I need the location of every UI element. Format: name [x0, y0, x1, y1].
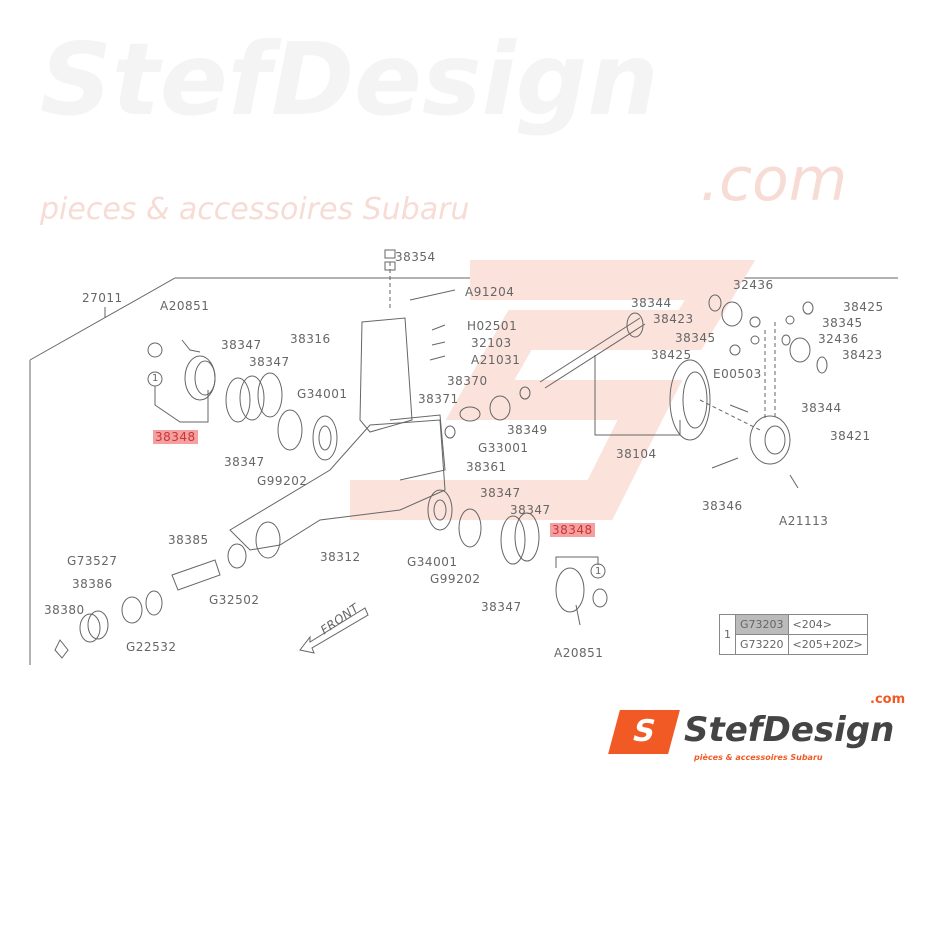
part-label[interactable]: 38347 — [480, 486, 521, 500]
logo-tagline: pièces & accessoires Subaru — [694, 753, 823, 762]
part-label[interactable]: 38347 — [221, 338, 262, 352]
part-label[interactable]: 38344 — [631, 296, 672, 310]
part-label[interactable]: G99202 — [257, 474, 308, 488]
part-label[interactable]: G22532 — [126, 640, 177, 654]
part-label[interactable]: 38385 — [168, 533, 209, 547]
variant-part[interactable]: G73220 — [735, 634, 789, 655]
callout-number: 1 — [595, 566, 602, 577]
watermark-brand: StefDesign — [40, 21, 659, 138]
part-label[interactable]: G33001 — [478, 441, 529, 455]
part-label[interactable]: 38425 — [843, 300, 884, 314]
part-label[interactable]: 38371 — [418, 392, 459, 406]
callout-number: 1 — [152, 373, 159, 384]
part-label[interactable]: 38423 — [653, 312, 694, 326]
variant-note: <204> — [787, 614, 868, 635]
part-label[interactable]: G34001 — [407, 555, 458, 569]
watermark-suffix: .com — [700, 145, 848, 215]
part-label[interactable]: A20851 — [554, 646, 604, 660]
part-label[interactable]: 38386 — [72, 577, 113, 591]
part-label[interactable]: 32103 — [471, 336, 512, 350]
part-label[interactable]: A21113 — [779, 514, 829, 528]
part-label[interactable]: 38380 — [44, 603, 85, 617]
logo-suffix: .com — [870, 692, 906, 707]
part-label[interactable]: 38425 — [651, 348, 692, 362]
variant-ref: 1 — [719, 614, 736, 655]
variant-table: 1 G73203 <204> G73220 <205+20Z> — [719, 614, 868, 655]
part-label[interactable]: G73527 — [67, 554, 118, 568]
part-label[interactable]: 38344 — [801, 401, 842, 415]
part-label[interactable]: G34001 — [297, 387, 348, 401]
part-label[interactable]: 38347 — [510, 503, 551, 517]
part-label[interactable]: 38316 — [290, 332, 331, 346]
part-label[interactable]: 38347 — [481, 600, 522, 614]
part-label[interactable]: 38354 — [395, 250, 436, 264]
part-label[interactable]: 38346 — [702, 499, 743, 513]
part-label[interactable]: 38104 — [616, 447, 657, 461]
part-label[interactable]: 38421 — [830, 429, 871, 443]
part-label[interactable]: 38361 — [466, 460, 507, 474]
part-label[interactable]: 32436 — [733, 278, 774, 292]
part-label[interactable]: 38347 — [224, 455, 265, 469]
part-label[interactable]: 38345 — [675, 331, 716, 345]
part-label[interactable]: 27011 — [82, 291, 123, 305]
part-label[interactable]: 38423 — [842, 348, 883, 362]
part-label[interactable]: H02501 — [467, 319, 518, 333]
variant-note: <205+20Z> — [787, 634, 868, 655]
part-label[interactable]: E00503 — [713, 367, 762, 381]
part-label[interactable]: A21031 — [471, 353, 521, 367]
stefdesign-logo: S StefDesign .com pièces & accessoires S… — [608, 692, 924, 770]
part-label[interactable]: 38349 — [507, 423, 548, 437]
part-label[interactable]: G32502 — [209, 593, 260, 607]
part-label-highlighted[interactable]: 38348 — [153, 430, 198, 444]
part-label[interactable]: A91204 — [465, 285, 515, 299]
logo-brand: StefDesign — [684, 710, 895, 750]
watermark-tagline: pieces & accessoires Subaru — [40, 192, 470, 227]
part-label-highlighted[interactable]: 38348 — [550, 523, 595, 537]
part-label[interactable]: 38347 — [249, 355, 290, 369]
part-label[interactable]: 32436 — [818, 332, 859, 346]
part-label[interactable]: 38312 — [320, 550, 361, 564]
part-label[interactable]: A20851 — [160, 299, 210, 313]
logo-emblem: S — [608, 710, 680, 754]
part-label[interactable]: G99202 — [430, 572, 481, 586]
part-label[interactable]: 38370 — [447, 374, 488, 388]
variant-part[interactable]: G73203 — [735, 614, 789, 635]
part-label[interactable]: 38345 — [822, 316, 863, 330]
